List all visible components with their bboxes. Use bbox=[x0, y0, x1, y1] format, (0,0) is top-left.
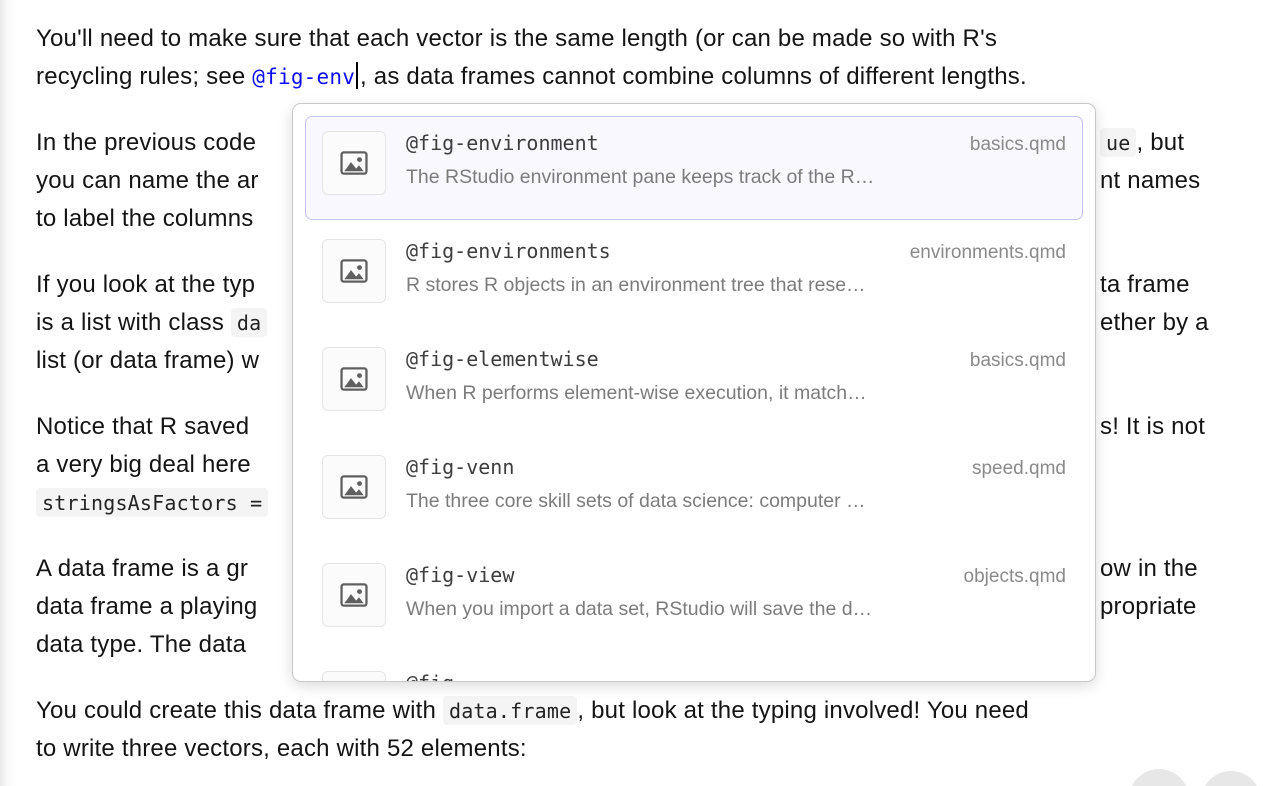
text-fragment-right: ue, but bbox=[1100, 124, 1184, 162]
text-fragment: , but look at the typing involved! You n… bbox=[577, 697, 1029, 724]
text-fragment-right: ow in the bbox=[1100, 555, 1198, 582]
suggestion-body: @fig-environments environments.qmd R sto… bbox=[406, 239, 1066, 297]
text-fragment: data frame a playing bbox=[36, 593, 258, 620]
paragraph-4: Notice that R saved s! It is not a very b… bbox=[36, 408, 1232, 522]
paragraph-6: You could create this data frame with da… bbox=[36, 692, 1232, 768]
text-fragment-right: propriate bbox=[1100, 593, 1197, 620]
crossref-suggestion-item[interactable]: @fig-venn speed.qmd The three core skill… bbox=[305, 440, 1083, 544]
crossref-suggestion-item[interactable]: @fig-environments environments.qmd R sto… bbox=[305, 224, 1083, 328]
text-line: a very big deal here bbox=[36, 451, 251, 478]
text-fragment-right: ta frame bbox=[1100, 271, 1190, 298]
inline-code: ue bbox=[1100, 128, 1137, 157]
crossref-suggestion-item[interactable]: @fig-elementwise basics.qmd When R perfo… bbox=[305, 332, 1083, 436]
paragraph-3: If you look at the typ ta frame is a list… bbox=[36, 266, 1232, 380]
image-icon bbox=[322, 671, 386, 681]
text-fragment: You could create this data frame with bbox=[36, 697, 443, 724]
crossref-suggestion-item[interactable]: @fig- bbox=[305, 656, 1083, 681]
image-icon bbox=[322, 239, 386, 303]
text-fragment: , but bbox=[1136, 129, 1185, 156]
suggestion-description: R stores R objects in an environment tre… bbox=[406, 274, 866, 296]
text-fragment: A data frame is a gr bbox=[36, 555, 249, 582]
crossref-suggestion-item[interactable]: @fig-view objects.qmd When you import a … bbox=[305, 548, 1083, 652]
image-icon bbox=[322, 563, 386, 627]
text-fragment: is a list with class bbox=[36, 309, 231, 336]
suggestion-label: @fig-environments bbox=[406, 239, 611, 263]
text-line: If you look at the typ ta frame bbox=[36, 266, 1232, 304]
text-line: In the previous code ue, but bbox=[36, 124, 1232, 162]
text-fragment: Notice that R saved bbox=[36, 413, 250, 440]
text-fragment-right: ether by a bbox=[1100, 309, 1209, 336]
inline-code: stringsAsFactors = bbox=[36, 488, 269, 517]
floating-button-right[interactable] bbox=[1201, 771, 1261, 786]
paragraph-5: A data frame is a gr ow in the data frame… bbox=[36, 550, 1232, 664]
text-line: list (or data frame) w bbox=[36, 347, 260, 374]
text-line: to write three vectors, each with 52 ele… bbox=[36, 735, 527, 762]
inline-code: data.frame bbox=[442, 696, 578, 725]
paragraph-2: In the previous code ue, but you can name… bbox=[36, 124, 1232, 238]
suggestion-description: The three core skill sets of data scienc… bbox=[406, 490, 866, 512]
suggestion-filename: environments.qmd bbox=[909, 242, 1066, 263]
suggestion-description: When R performs element-wise execution, … bbox=[406, 382, 867, 404]
crossref-suggestion-item[interactable]: @fig-environment basics.qmd The RStudio … bbox=[305, 116, 1083, 220]
text-fragment: In the previous code bbox=[36, 129, 257, 156]
text-line: data type. The data bbox=[36, 631, 247, 658]
paragraph-1: You'll need to make sure that each vecto… bbox=[36, 20, 1232, 96]
text-fragment-right: s! It is not bbox=[1100, 413, 1206, 440]
image-icon bbox=[322, 455, 386, 519]
text-fragment: , as data frames cannot combine columns … bbox=[360, 63, 1027, 90]
text-line: Notice that R saved s! It is not bbox=[36, 408, 1232, 446]
floating-button-left[interactable] bbox=[1129, 769, 1189, 786]
text-line: A data frame is a gr ow in the bbox=[36, 550, 1232, 588]
suggestion-body: @fig-venn speed.qmd The three core skill… bbox=[406, 455, 1066, 513]
crossref-suggestion-list: @fig-environment basics.qmd The RStudio … bbox=[305, 116, 1083, 681]
suggestion-body: @fig-elementwise basics.qmd When R perfo… bbox=[406, 347, 1066, 405]
text-caret bbox=[356, 62, 359, 89]
suggestion-label: @fig- bbox=[406, 671, 466, 681]
crossref-token[interactable]: @fig-env bbox=[252, 65, 356, 89]
suggestion-label: @fig-environment bbox=[406, 131, 599, 155]
suggestion-description: The RStudio environment pane keeps track… bbox=[406, 166, 875, 188]
suggestion-filename: basics.qmd bbox=[969, 350, 1066, 371]
text-line: You'll need to make sure that each vecto… bbox=[36, 25, 998, 52]
inline-code: da bbox=[230, 308, 268, 337]
text-line: is a list with class da ether by a bbox=[36, 304, 1232, 342]
text-line: data frame a playing propriate bbox=[36, 588, 1232, 626]
text-fragment: you can name the ar bbox=[36, 167, 259, 194]
suggestion-filename: objects.qmd bbox=[963, 566, 1066, 587]
text-fragment-right: nt names bbox=[1100, 167, 1201, 194]
text-fragment: recycling rules; see bbox=[36, 63, 253, 90]
suggestion-filename: speed.qmd bbox=[971, 458, 1066, 479]
text-line: recycling rules; see @fig-env, as data f… bbox=[36, 58, 1232, 96]
suggestion-body: @fig-environment basics.qmd The RStudio … bbox=[406, 131, 1066, 189]
text-fragment: If you look at the typ bbox=[36, 271, 256, 298]
suggestion-description: When you import a data set, RStudio will… bbox=[406, 598, 873, 620]
suggestion-label: @fig-venn bbox=[406, 455, 515, 479]
text-line: to label the columns bbox=[36, 205, 254, 232]
text-line: you can name the ar nt names bbox=[36, 162, 1232, 200]
image-icon bbox=[322, 131, 386, 195]
suggestion-body: @fig- bbox=[406, 671, 1066, 681]
image-icon bbox=[322, 347, 386, 411]
text-line: stringsAsFactors = bbox=[36, 484, 1232, 522]
text-line: You could create this data frame with da… bbox=[36, 692, 1232, 730]
suggestion-label: @fig-view bbox=[406, 563, 515, 587]
suggestion-filename: basics.qmd bbox=[969, 134, 1066, 155]
suggestion-body: @fig-view objects.qmd When you import a … bbox=[406, 563, 1066, 621]
suggestion-label: @fig-elementwise bbox=[406, 347, 599, 371]
crossref-autocomplete-popup: @fig-environment basics.qmd The RStudio … bbox=[292, 103, 1096, 682]
